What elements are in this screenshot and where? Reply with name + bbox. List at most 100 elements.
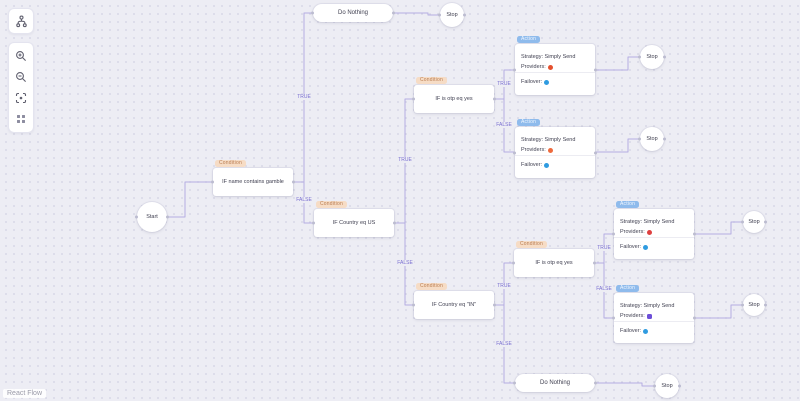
node-cond-otp-top[interactable]: IF is otp eq yes Condition	[412, 77, 496, 113]
left-handle[interactable]	[412, 97, 415, 101]
right-handle[interactable]	[493, 97, 496, 101]
react-flow-attribution[interactable]: React Flow	[3, 389, 47, 398]
right-handle[interactable]	[594, 151, 597, 154]
right-handle[interactable]	[593, 261, 596, 265]
node-label: Do Nothing	[539, 380, 571, 386]
edge-start-gamble	[167, 181, 213, 218]
left-handle[interactable]	[612, 232, 615, 236]
fit-view-button[interactable]	[11, 89, 31, 107]
failover-row: Failover:	[620, 326, 688, 336]
node-stop-6[interactable]: Stop	[653, 374, 681, 398]
edge-otp-bottom-true	[594, 233, 614, 264]
left-handle[interactable]	[513, 151, 516, 154]
node-label: IF is otp eq yes	[435, 96, 473, 102]
edge-in-false	[494, 304, 515, 384]
toggle-interactivity-button[interactable]	[11, 110, 31, 128]
providers-label: Providers:	[521, 147, 546, 153]
zoom-in-button[interactable]	[11, 47, 31, 65]
node-do-nothing-top[interactable]: Do Nothing	[311, 4, 395, 22]
right-handle[interactable]	[663, 55, 666, 59]
right-handle[interactable]	[764, 220, 767, 224]
right-handle[interactable]	[663, 137, 666, 141]
right-handle[interactable]	[594, 381, 597, 385]
edge-donothing-bottom-stop	[595, 382, 655, 387]
node-label: Stop	[748, 302, 760, 308]
right-handle[interactable]	[463, 13, 466, 17]
provider-icon	[547, 64, 553, 70]
left-handle[interactable]	[653, 384, 656, 388]
grid-dots-icon	[15, 113, 27, 125]
node-stop-5[interactable]: Stop	[741, 294, 767, 316]
divider-line	[515, 155, 595, 156]
edge-action4-stop	[694, 304, 743, 319]
provider-icon	[547, 147, 553, 153]
failover-row: Failover:	[620, 242, 688, 252]
condition-badge: Condition	[316, 201, 347, 208]
divider-line	[614, 237, 694, 238]
divider-line	[515, 72, 595, 73]
left-handle[interactable]	[312, 221, 315, 225]
left-handle[interactable]	[741, 303, 744, 307]
right-handle[interactable]	[693, 232, 696, 236]
action-badge: Action	[517, 36, 541, 43]
strategy-text: Strategy: Simply Send	[620, 303, 675, 309]
right-handle[interactable]	[393, 221, 396, 225]
left-handle[interactable]	[512, 261, 515, 265]
right-handle[interactable]	[166, 215, 169, 219]
left-handle[interactable]	[513, 68, 516, 71]
right-handle[interactable]	[693, 316, 696, 320]
edge-otp-top-true	[494, 69, 515, 100]
zoom-in-icon	[15, 50, 27, 62]
right-handle[interactable]	[292, 180, 295, 184]
node-label: IF name contains gamble	[222, 179, 284, 185]
node-cond-gamble[interactable]: IF name contains gamble Condition	[211, 160, 295, 196]
strategy-row: Strategy: Simply Send	[521, 52, 589, 62]
strategy-row: Strategy: Simply Send	[620, 217, 688, 227]
zoom-out-button[interactable]	[11, 68, 31, 86]
left-handle[interactable]	[612, 316, 615, 320]
left-handle[interactable]	[638, 55, 641, 59]
edge-otp-top-false	[494, 98, 515, 153]
node-do-nothing-bottom[interactable]: Do Nothing	[513, 374, 597, 392]
node-start[interactable]: Start	[135, 202, 169, 232]
condition-badge: Condition	[416, 77, 447, 84]
action-badge: Action	[616, 201, 640, 208]
left-handle[interactable]	[741, 220, 744, 224]
edge-gamble-true	[293, 12, 313, 183]
left-handle[interactable]	[438, 13, 441, 17]
right-handle[interactable]	[678, 384, 681, 388]
providers-label: Providers:	[620, 313, 645, 319]
right-handle[interactable]	[594, 68, 597, 71]
providers-label: Providers:	[620, 229, 645, 235]
left-handle[interactable]	[211, 180, 214, 184]
fit-view-icon	[15, 92, 27, 104]
right-handle[interactable]	[392, 11, 395, 15]
node-stop-3[interactable]: Stop	[638, 127, 666, 151]
condition-badge: Condition	[215, 160, 246, 167]
failover-icon	[643, 244, 649, 250]
node-label: Start	[146, 214, 158, 220]
providers-row: Providers:	[521, 145, 589, 155]
left-handle[interactable]	[513, 381, 516, 385]
node-stop-1[interactable]: Stop	[438, 3, 466, 27]
left-handle[interactable]	[412, 303, 415, 307]
left-handle[interactable]	[638, 137, 641, 141]
left-handle[interactable]	[311, 11, 314, 15]
layout-button[interactable]	[8, 8, 34, 34]
right-handle[interactable]	[493, 303, 496, 307]
left-handle[interactable]	[135, 215, 138, 219]
node-cond-country-in[interactable]: IF Country eq "IN"Condition	[412, 283, 496, 319]
edge-donothing-top-stop	[393, 12, 440, 16]
right-handle[interactable]	[764, 303, 767, 307]
strategy-text: Strategy: Simply Send	[521, 54, 576, 60]
node-stop-4[interactable]: Stop	[741, 211, 767, 233]
node-stop-2[interactable]: Stop	[638, 45, 666, 69]
